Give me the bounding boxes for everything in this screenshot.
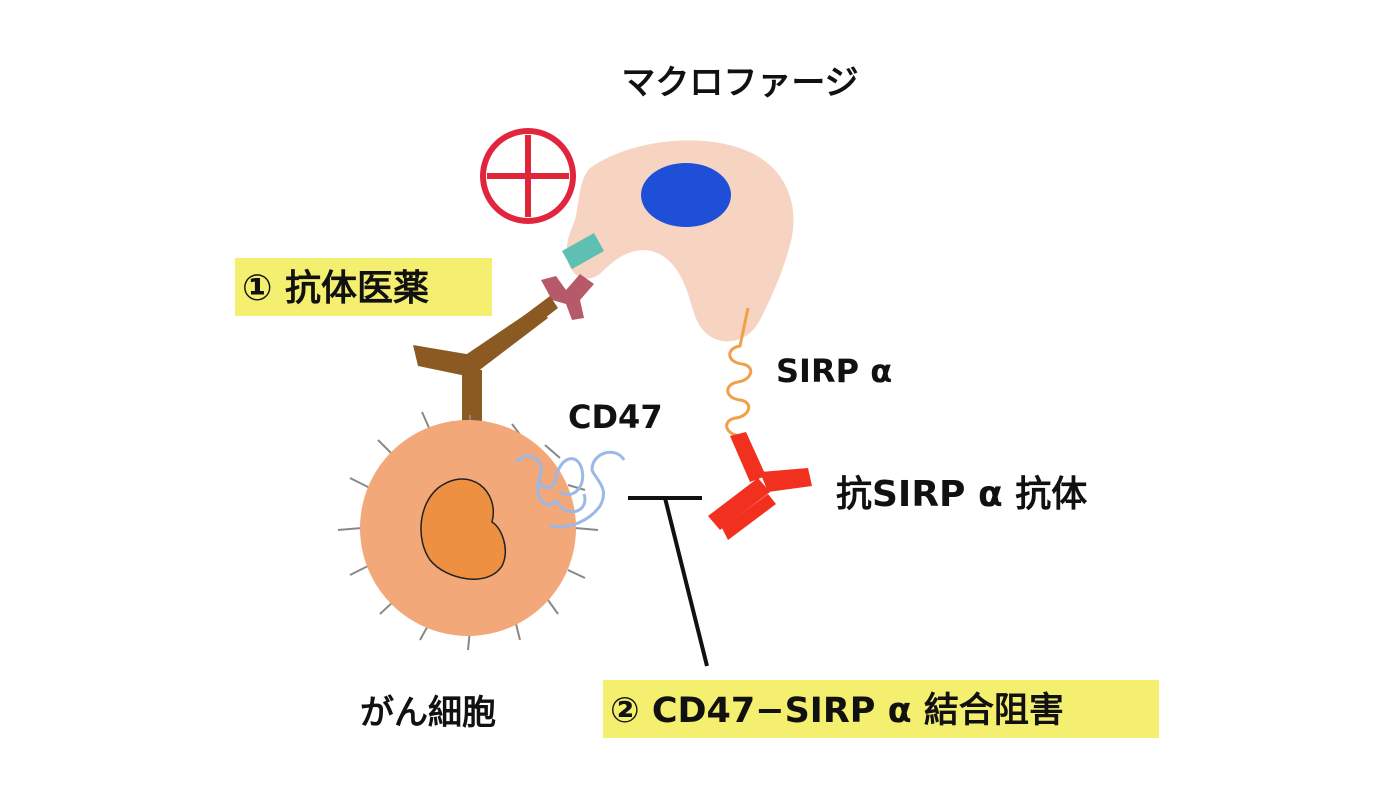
cd47-receptor (514, 450, 626, 529)
cancer-cell-nucleus (420, 478, 506, 580)
plus-in-circle-icon (480, 128, 576, 224)
fc-receptor-tip (562, 233, 604, 269)
cd47-label: CD47 (568, 398, 663, 436)
sirpa-receptor (725, 307, 753, 438)
macrophage-label: マクロファージ (621, 63, 858, 103)
macrophage-nucleus (641, 163, 731, 227)
fc-receptor (541, 233, 604, 320)
therapeutic-antibody (413, 296, 558, 430)
cancer-cell-label: がん細胞 (360, 693, 496, 733)
cancer-cell-spikes (337, 411, 599, 651)
antibody-drug-callout: ① 抗体医薬 (235, 258, 492, 316)
antibody-drug-highlight (235, 258, 492, 316)
macrophage-body (566, 140, 794, 342)
sirpa-label: SIRP α (776, 352, 892, 390)
anti-sirpa-antibody (708, 432, 812, 540)
inhibition-marker (628, 496, 709, 667)
binding-inhibition-highlight (603, 680, 1159, 738)
binding-inhibition-label: ② CD47−SIRP α 結合阻害 (610, 691, 1064, 731)
anti-sirpa-antibody-label: 抗SIRP α 抗体 (836, 473, 1087, 515)
cancer-cell (337, 411, 599, 651)
antibody-drug-label: ① 抗体医薬 (242, 267, 429, 309)
binding-inhibition-callout: ② CD47−SIRP α 結合阻害 (603, 680, 1159, 738)
macrophage (566, 140, 794, 342)
fc-receptor-cup (541, 274, 594, 320)
